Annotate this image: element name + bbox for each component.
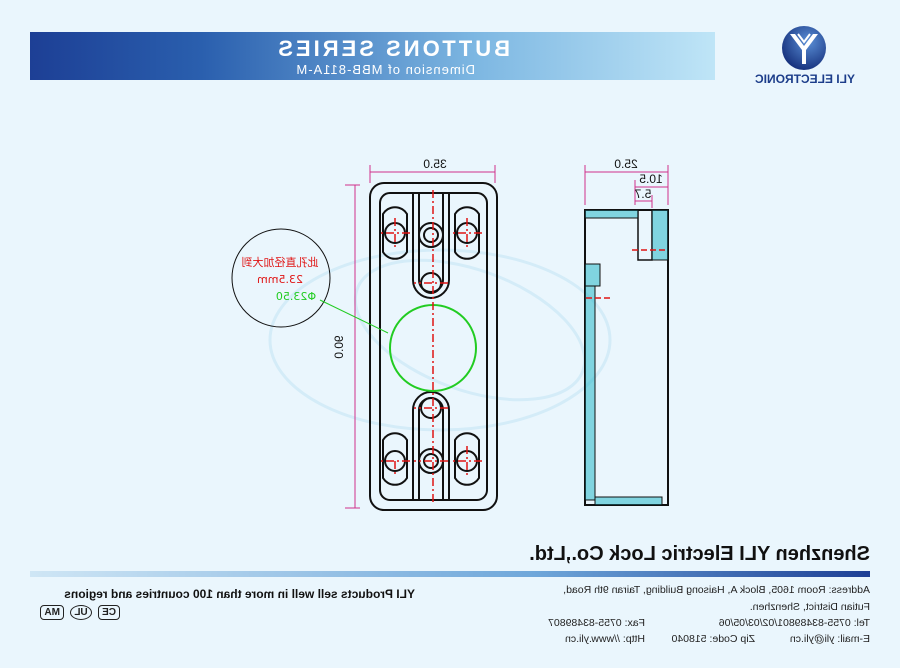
company-name: Shenzhen YLI Electric Lock Co.,Ltd. <box>529 543 870 565</box>
ce-mark-icon: CE <box>98 605 120 620</box>
side-dim-5-7: 5.7 <box>634 187 651 201</box>
yli-logo-icon <box>782 26 826 70</box>
side-width-dim: 25.0 <box>614 157 638 171</box>
slogan: YLI Products sell well in more than 100 … <box>64 587 415 601</box>
zip-code: Zip Code: 518040 <box>671 633 755 645</box>
note-callout-circle <box>231 228 331 328</box>
watermark <box>268 248 612 432</box>
certification-marks: CE UL MA <box>40 605 120 620</box>
front-height-dim: 90.0 <box>332 335 346 359</box>
note-text-cn: 此孔直径加大到 <box>242 255 319 269</box>
center-lines <box>380 190 482 505</box>
side-dimensions <box>584 165 669 208</box>
front-width-dim: 35.0 <box>423 157 447 171</box>
front-view <box>369 182 498 511</box>
address-line-2: Futian District, Shenzhen. <box>749 601 870 613</box>
side-dim-10-5: 10.5 <box>639 172 663 186</box>
note-text-diameter: Φ23.50 <box>276 290 316 303</box>
email: E-mail: yli@yli.cn <box>789 633 870 645</box>
ul-mark-icon: UL <box>70 605 92 620</box>
website: Http: //www.yli.cn <box>565 633 645 645</box>
tel: Tel: 0755-83489801/02/03/05/06 <box>718 617 870 629</box>
ma-mark-icon: MA <box>40 605 64 620</box>
front-dimensions <box>345 165 496 509</box>
note-leader <box>319 299 389 334</box>
footer-divider <box>30 571 870 577</box>
address-line-1: Address: Room 1605, Block A, Haisong Bui… <box>563 584 870 596</box>
technical-drawing: 35.0 90.0 25.0 10.5 5.7 此孔直径加大到 23.5mm Φ… <box>231 157 669 511</box>
side-view <box>584 209 669 506</box>
fax: Fax: 0755-83489807 <box>548 617 645 629</box>
note-text-size: 23.5mm <box>257 273 303 286</box>
